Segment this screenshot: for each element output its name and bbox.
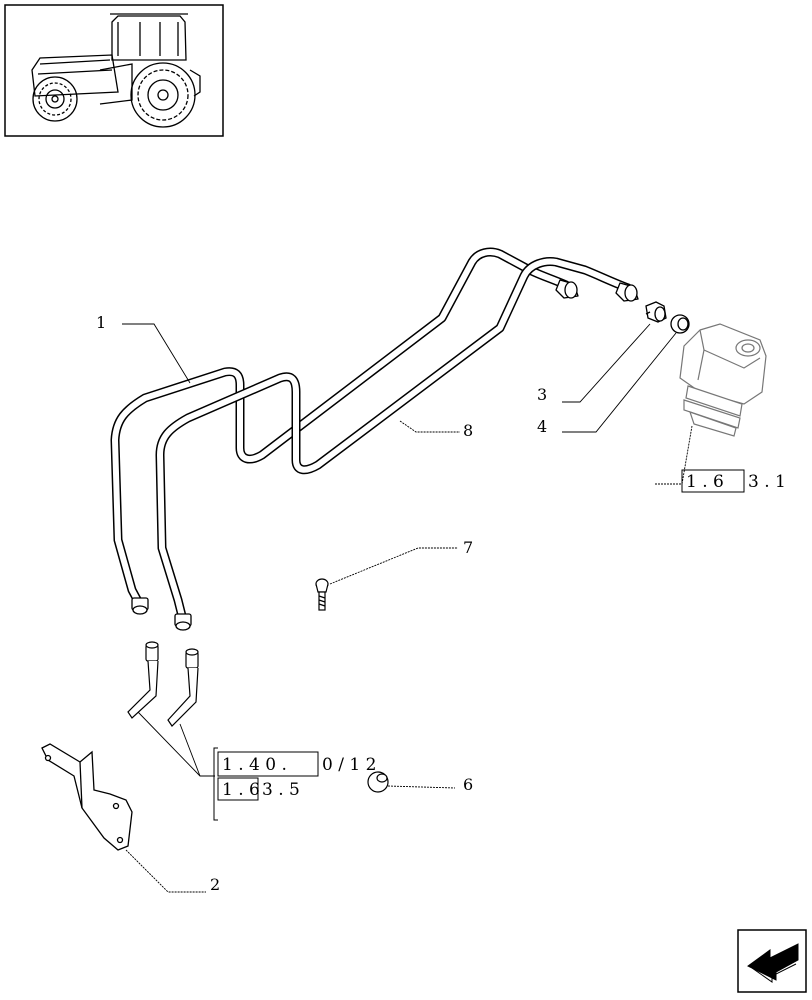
callout-6: 6 xyxy=(463,775,473,794)
reference-rest-text: 0 / 1 2 xyxy=(322,755,376,775)
reference-rest-text: 3 . 1 xyxy=(748,472,786,492)
reference-1-63-1[interactable]: 1 . 6 3 . 1 xyxy=(681,469,786,493)
bolt-part-7 xyxy=(315,578,329,611)
fitting-part-3 xyxy=(645,301,667,323)
pipe-assembly xyxy=(110,247,639,631)
callout-7: 7 xyxy=(463,538,473,557)
reference-1-63-5[interactable]: 1 . 6 3 . 5 xyxy=(217,777,300,801)
bracket-part-2 xyxy=(41,743,133,851)
callout-4: 4 xyxy=(537,417,547,436)
reference-boxed-text: 1 . 4 0 . xyxy=(222,755,287,775)
leader-lines xyxy=(122,323,693,893)
arrow-nav-icon[interactable] xyxy=(737,929,807,993)
reference-boxed-text: 1 . 6 xyxy=(222,780,260,800)
reference-rest-text: 3 . 5 xyxy=(262,780,300,800)
callout-1: 1 xyxy=(96,313,106,332)
valve-assembly xyxy=(679,323,767,437)
callout-2: 2 xyxy=(210,875,220,894)
reference-1-40-0-12[interactable]: 1 . 4 0 . 0 / 1 2 xyxy=(213,747,376,821)
seal-part-4 xyxy=(670,314,690,334)
grommet-part-6 xyxy=(367,771,389,793)
callout-3: 3 xyxy=(537,385,547,404)
union-fittings xyxy=(127,641,199,727)
reference-boxed-text: 1 . 6 xyxy=(686,472,724,492)
callout-8: 8 xyxy=(463,421,473,440)
tractor-thumbnail-icon[interactable] xyxy=(4,4,224,137)
